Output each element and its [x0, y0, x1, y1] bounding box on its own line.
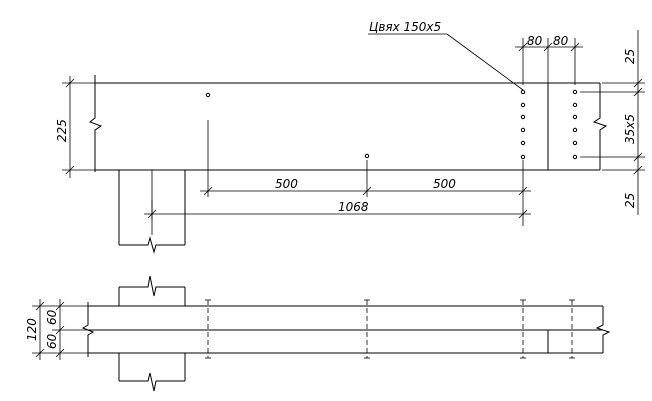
plan-left-dimension: [32, 299, 88, 360]
dim-80-left: 80: [527, 34, 543, 48]
plan-view: 120 60 60: [25, 275, 611, 392]
span-dimension-500: [200, 120, 531, 226]
top-dimension: [515, 38, 583, 85]
dim-120: 120: [25, 318, 39, 341]
nail-hole-left: [205, 92, 211, 98]
dim-60-top: 60: [45, 309, 59, 325]
plan-post-bottom: [118, 353, 186, 392]
right-break-line: [592, 83, 608, 170]
plan-nail-lines: [205, 299, 575, 359]
dim-1068: 1068: [338, 200, 369, 214]
nail-hole-middle: [364, 153, 370, 159]
nail-holes-right-column: [572, 89, 578, 160]
left-vertical-dimension: [62, 76, 95, 178]
dim-225: 225: [55, 119, 69, 142]
dim-25-top: 25: [623, 49, 637, 64]
dim-25-bottom: 25: [623, 193, 637, 208]
span-dimension-1068: [144, 200, 531, 220]
plan-right-break: [595, 306, 611, 353]
dim-500-left: 500: [275, 177, 298, 191]
dim-500-right: 500: [433, 177, 456, 191]
elevation-view: Цвях 150х5 80 80 25 35х5 25: [55, 20, 645, 254]
nail-holes-left-column: [520, 89, 526, 160]
dim-80-right: 80: [553, 34, 569, 48]
dim-35x5: 35х5: [623, 114, 637, 144]
dim-60-bottom: 60: [45, 333, 59, 349]
left-break-line: [88, 75, 103, 172]
right-vertical-dimension: [580, 30, 645, 215]
note-leader-line: [446, 33, 524, 91]
plan-post-top: [118, 275, 186, 306]
nail-note-label: Цвях 150х5: [369, 20, 441, 34]
